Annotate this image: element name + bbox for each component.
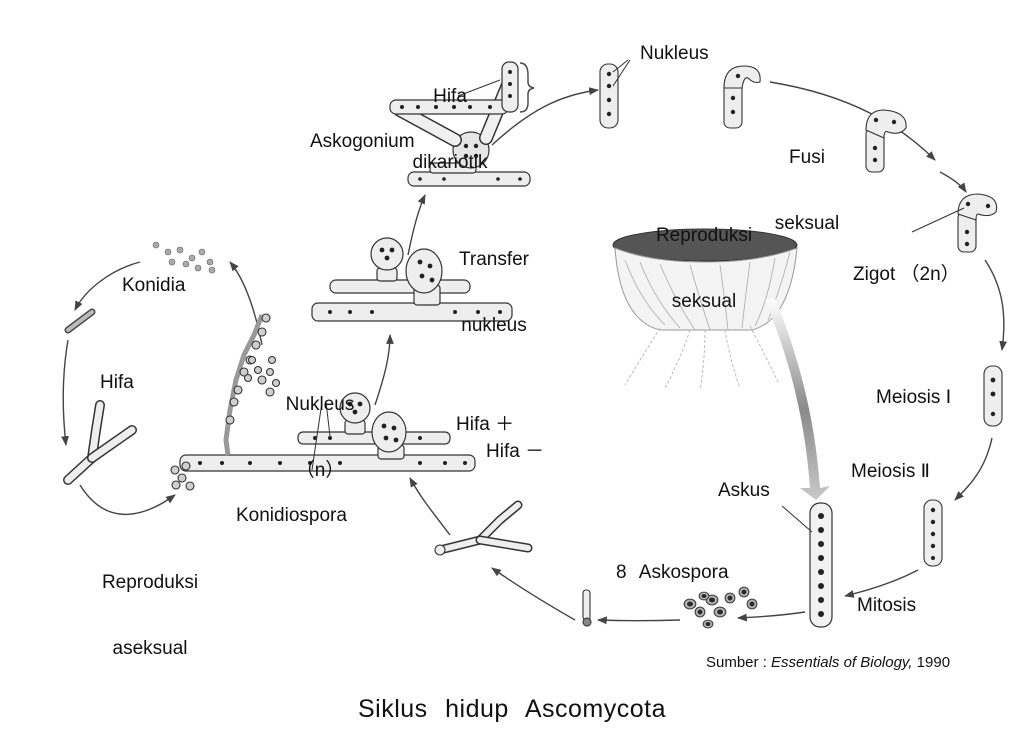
label-konidia: Konidia <box>122 275 186 296</box>
left-hypha-figure <box>63 400 137 485</box>
mating-hyphae-figure <box>179 392 476 472</box>
arrow-hypha-to-mating <box>409 477 451 536</box>
nucleus-stage-3 <box>865 109 907 173</box>
label-askus: Askus <box>718 480 770 501</box>
arrow-mating-to-transfer <box>374 334 394 406</box>
label-mitosis: Mitosis <box>857 595 917 616</box>
zygote-stage <box>957 193 998 253</box>
konidia-dots <box>152 241 216 274</box>
nucleus-stage-1 <box>599 63 619 129</box>
label-nukleus-top: Nukleus <box>640 43 709 64</box>
ascospores <box>683 586 758 629</box>
label-askogonium: Askogonium <box>310 131 415 152</box>
label-reproduksi-seksual: Reproduksi seksual <box>655 225 753 312</box>
label-askospora: 8 Askospora <box>616 562 729 583</box>
nucleus-stage-2 <box>723 65 761 129</box>
label-meiosis-2: Meiosis Ⅱ <box>851 461 931 482</box>
arrow-transfer-to-askogonium <box>407 194 426 256</box>
arrow-spores-to-germ <box>597 616 681 625</box>
label-fusi-seksual: Fusi seksual <box>774 147 840 234</box>
askus-figure <box>809 502 833 628</box>
label-nukleus-n: Nukleus （n） <box>285 394 355 481</box>
cycle-arrows <box>61 81 1008 625</box>
label-meiosis-1: Meiosis Ⅰ <box>876 387 952 408</box>
germ-hypha-bottom <box>434 500 533 556</box>
arrow-to-meiosis2 <box>954 437 993 501</box>
label-konidiospora: Konidiospora <box>236 505 347 526</box>
figure-caption: Siklus hidup Ascomycota <box>357 695 667 723</box>
label-reproduksi-aseksual: Reproduksi aseksual <box>101 572 199 659</box>
askogonium-figure <box>389 61 531 187</box>
arrow-to-zigot <box>939 171 967 193</box>
bracket <box>519 62 535 113</box>
arrow-germ-to-hypha <box>491 567 576 621</box>
arrow-to-meiosis1 <box>984 259 1008 351</box>
arrow-hifa-to-mycelium <box>79 484 176 516</box>
label-hifa-left: Hifa <box>100 372 134 393</box>
large-arrow <box>765 298 830 500</box>
conidiophore-figure <box>170 313 281 491</box>
label-hifa-dikariotik: Hifa dikariotik <box>412 86 488 173</box>
arrow-spore-to-hifa <box>61 339 69 446</box>
label-hifa-minus: Hifa － <box>486 441 545 462</box>
arrow-askogonium-to-nukleus <box>491 87 599 146</box>
arrow-konidia-to-spore <box>74 261 141 311</box>
ascocarp-figure <box>612 228 798 391</box>
arrow-askus-to-spores <box>737 611 806 622</box>
source-citation: Sumber : Essentials of Biology, 1990 <box>706 654 951 671</box>
label-zigot: Zigot （2n） <box>853 264 960 285</box>
arrow-top-arc <box>769 81 936 161</box>
arrow-to-mitosis <box>844 569 919 598</box>
germ-ascospore <box>582 589 592 627</box>
label-transfer-nukleus: Transfer nukleus <box>458 249 530 336</box>
label-hifa-plus: Hifa ＋ <box>456 414 515 435</box>
